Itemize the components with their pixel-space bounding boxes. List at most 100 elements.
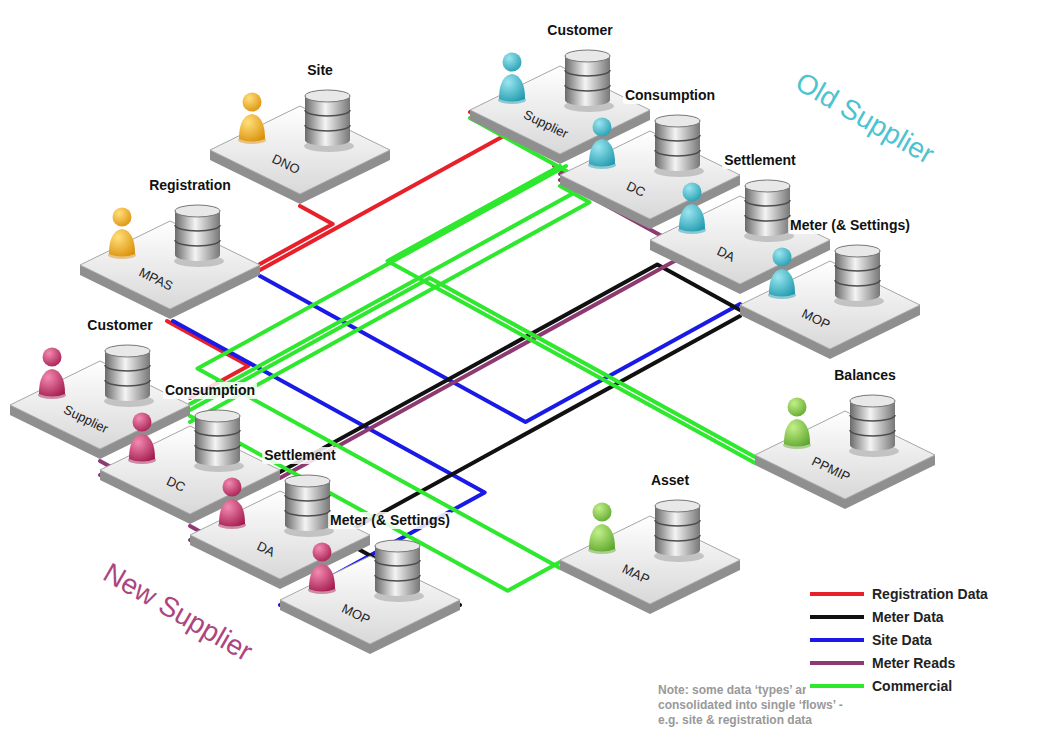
database-body xyxy=(305,96,350,146)
person-head xyxy=(773,248,792,267)
platform-node: AssetMAP xyxy=(560,460,740,616)
database-label: Customer xyxy=(85,317,154,334)
person-body xyxy=(309,564,335,592)
database-band xyxy=(850,415,895,421)
group-label: New Supplier xyxy=(95,554,262,671)
database-label: Meter (& Settings) xyxy=(788,217,912,234)
legend-text: Meter Data xyxy=(872,609,944,625)
database-body xyxy=(285,481,330,531)
database-band xyxy=(375,560,420,566)
database-body xyxy=(565,56,610,106)
database-band xyxy=(105,380,150,386)
database-band xyxy=(175,225,220,231)
platform-top xyxy=(740,261,920,349)
database-top xyxy=(195,410,240,422)
person-body xyxy=(769,269,795,297)
database-body xyxy=(175,211,220,261)
database-band xyxy=(565,85,610,91)
database-label: Settlement xyxy=(262,447,338,464)
platform-top xyxy=(80,221,260,309)
data-flow-line xyxy=(337,316,740,605)
legend-text: Commercial xyxy=(872,678,952,694)
database-body xyxy=(850,401,895,451)
person-head xyxy=(503,53,522,72)
platform-top xyxy=(10,361,190,449)
database-band xyxy=(285,495,330,501)
legend-swatch xyxy=(810,615,864,619)
person-body xyxy=(589,524,615,552)
platform-top xyxy=(470,66,650,154)
legend-text: Site Data xyxy=(872,632,932,648)
platform-top xyxy=(100,426,280,514)
group-label: Old Supplier xyxy=(787,63,943,173)
person-body xyxy=(499,74,525,102)
person-body xyxy=(109,229,135,257)
legend-text: Meter Reads xyxy=(872,655,955,671)
platform-top xyxy=(210,106,390,194)
database-band xyxy=(745,200,790,206)
data-flow-line xyxy=(190,278,755,457)
person-body xyxy=(589,139,615,167)
database-label: Balances xyxy=(832,367,897,384)
database-band xyxy=(305,110,350,116)
database-label: Consumption xyxy=(163,382,257,399)
database-band xyxy=(655,150,700,156)
legend-row: Commercial xyxy=(810,674,988,697)
database-label: Registration xyxy=(147,177,233,194)
database-band xyxy=(655,135,700,141)
database-body xyxy=(655,121,700,171)
legend-swatch xyxy=(810,638,864,642)
database-top xyxy=(850,395,895,407)
database-label: Meter (& Settings) xyxy=(328,512,452,529)
person-head xyxy=(683,183,702,202)
database-label: Consumption xyxy=(623,87,717,104)
database-top xyxy=(655,500,700,512)
database-label: Customer xyxy=(545,22,614,39)
person-body xyxy=(784,419,810,447)
platform-node: Meter (& Settings)MOP xyxy=(280,500,460,656)
database-top xyxy=(835,245,880,257)
database-body xyxy=(655,506,700,556)
database-top xyxy=(745,180,790,192)
database-band xyxy=(195,430,240,436)
person-body xyxy=(239,114,265,142)
database-body xyxy=(375,546,420,596)
database-band xyxy=(835,265,880,271)
platform-node: ConsumptionDC xyxy=(100,370,280,526)
person-body xyxy=(219,499,245,527)
platform-top xyxy=(650,196,830,284)
database-label: Asset xyxy=(649,472,691,489)
person-head xyxy=(593,118,612,137)
database-band xyxy=(195,445,240,451)
database-top xyxy=(565,50,610,62)
platform-node: ConsumptionDC xyxy=(560,75,740,231)
legend-text: Registration Data xyxy=(872,586,988,602)
person-head xyxy=(43,348,62,367)
database-band xyxy=(105,365,150,371)
database-top xyxy=(285,475,330,487)
database-top xyxy=(375,540,420,552)
legend-swatch xyxy=(810,592,864,596)
platform-top xyxy=(560,131,740,219)
legend-row: Site Data xyxy=(810,628,988,651)
database-label: Site xyxy=(305,62,335,79)
person-head xyxy=(243,93,262,112)
person-head xyxy=(313,543,332,562)
database-top xyxy=(105,345,150,357)
person-head xyxy=(223,478,242,497)
database-label: Settlement xyxy=(722,152,798,169)
platform-node: SiteDNO xyxy=(210,50,390,206)
platform-node: RegistrationMPAS xyxy=(80,165,260,321)
platform-node: BalancesPPMIP xyxy=(755,355,935,511)
database-band xyxy=(565,70,610,76)
database-band xyxy=(175,240,220,246)
database-band xyxy=(745,215,790,221)
database-body xyxy=(195,416,240,466)
platform-top xyxy=(755,411,935,499)
database-band xyxy=(655,535,700,541)
database-top xyxy=(655,115,700,127)
data-flow-line xyxy=(280,180,691,478)
database-body xyxy=(745,186,790,236)
legend-swatch xyxy=(810,684,864,688)
